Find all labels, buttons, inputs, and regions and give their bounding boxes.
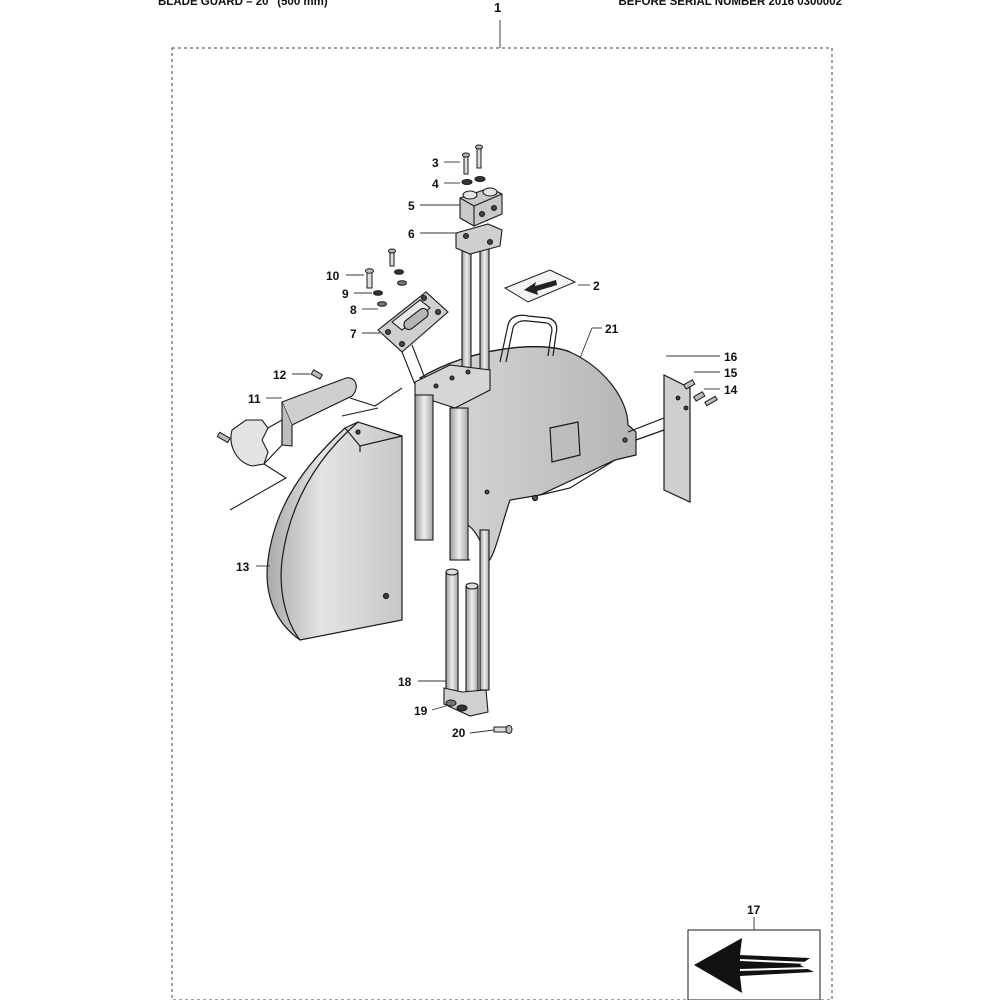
callout-21: 21	[605, 322, 619, 336]
direction-arrow-decal-part-17	[687, 929, 821, 1000]
callout-16: 16	[724, 350, 738, 364]
screw-part-12	[216, 369, 324, 444]
callout-12: 12	[273, 368, 287, 382]
hinge-bracket-part-7	[377, 291, 449, 393]
diagram-title: BLADE GUARD – 20" (500 mm)	[158, 0, 328, 8]
callout-14: 14	[724, 383, 738, 397]
guard-strip-part-11	[229, 377, 403, 511]
callout-6: 6	[408, 227, 415, 241]
callout-4: 4	[432, 177, 439, 191]
lower-rods-part-18	[443, 529, 490, 717]
bolts-washers-parts-8-9-10	[365, 248, 407, 307]
callout-20: 20	[452, 726, 466, 740]
guard-handle	[499, 314, 558, 363]
callout-11: 11	[248, 392, 261, 406]
slide-channel	[414, 364, 491, 561]
side-plate-part-16	[627, 374, 691, 503]
bolts-washers-parts-3-4	[461, 144, 486, 185]
callout-3: 3	[432, 156, 439, 170]
callout-2: 2	[593, 279, 600, 293]
callout-15: 15	[724, 366, 738, 380]
clamp-plate-part-6	[455, 223, 503, 255]
callout-5: 5	[408, 199, 415, 213]
callout-8: 8	[350, 303, 357, 317]
callout-18: 18	[398, 675, 412, 689]
bolts-parts-19-20	[445, 699, 513, 734]
callout-13: 13	[236, 560, 250, 574]
callout-17: 17	[747, 903, 761, 917]
front-cover-part-13	[266, 421, 403, 641]
assembly-reference-number: 1	[494, 0, 502, 15]
callout-leader-lines	[256, 161, 755, 930]
serial-number-note: BEFORE SERIAL NUMBER 2016 0300002	[618, 0, 843, 8]
callout-10: 10	[326, 269, 340, 283]
callout-19: 19	[414, 704, 428, 718]
callout-numbers: 3 4 5 6 10 9 8 7 2 21 12 11 13 16 15 14 …	[236, 156, 761, 917]
bolts-parts-14-15	[682, 379, 718, 407]
clamp-block-part-5	[459, 187, 503, 227]
callout-9: 9	[342, 287, 349, 301]
direction-decal-part-2	[503, 269, 577, 303]
assembly-frame	[171, 20, 833, 1000]
callout-7: 7	[350, 327, 357, 341]
